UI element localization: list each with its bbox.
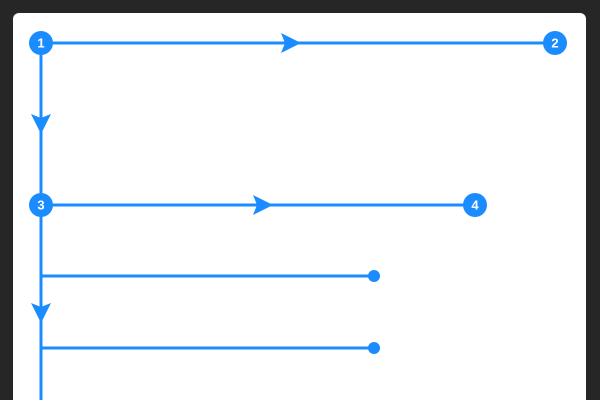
connector-1-to-3[interactable] bbox=[31, 43, 51, 205]
connector-3-to-4[interactable] bbox=[41, 195, 475, 215]
node-2[interactable]: 2 bbox=[543, 31, 567, 55]
node-circle bbox=[463, 193, 487, 217]
node-label: 3 bbox=[37, 198, 44, 213]
node-3[interactable]: 3 bbox=[29, 193, 53, 217]
node-4[interactable]: 4 bbox=[463, 193, 487, 217]
node-label: 1 bbox=[37, 36, 44, 51]
node-circle bbox=[29, 193, 53, 217]
node-label: 4 bbox=[471, 198, 479, 213]
arrowhead-down-icon bbox=[31, 114, 51, 134]
node-label: 2 bbox=[551, 36, 558, 51]
connector-3-branch-1[interactable] bbox=[41, 270, 380, 282]
arrowhead-right-icon bbox=[281, 33, 301, 53]
connector-3-trunk[interactable] bbox=[31, 205, 51, 400]
node-circle bbox=[543, 31, 567, 55]
arrowhead-down-icon bbox=[31, 303, 51, 323]
arrowhead-right-icon bbox=[253, 195, 273, 215]
connector-1-to-2[interactable] bbox=[41, 33, 555, 53]
connector-3-branch-2[interactable] bbox=[41, 342, 380, 354]
node-1[interactable]: 1 bbox=[29, 31, 53, 55]
node-circle bbox=[29, 31, 53, 55]
endpoint-dot[interactable] bbox=[368, 342, 380, 354]
endpoint-dot[interactable] bbox=[368, 270, 380, 282]
